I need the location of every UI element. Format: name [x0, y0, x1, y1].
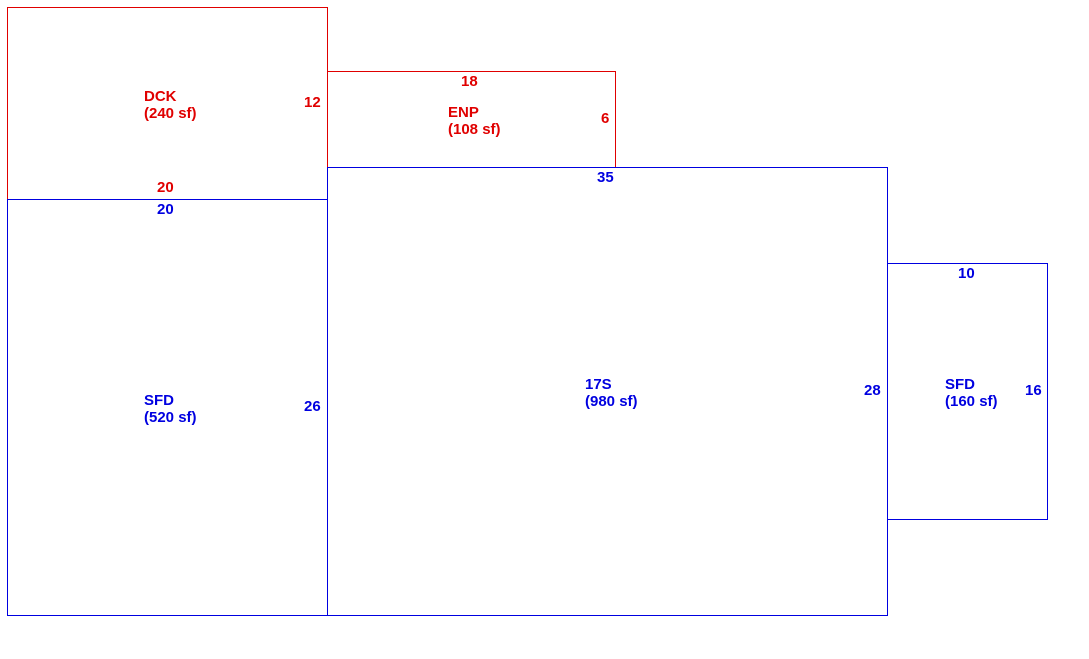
area-size: (108 sf) [448, 121, 501, 138]
dim-17s-top: 35 [597, 169, 614, 186]
area-17s-label: 17S (980 sf) [585, 376, 638, 410]
area-sfd-side [887, 263, 1048, 520]
dim-enp-right: 6 [601, 110, 610, 127]
dim-sfd-main-right: 26 [304, 398, 321, 415]
dim-sfd-side-right: 16 [1025, 382, 1042, 399]
area-size: (520 sf) [144, 409, 197, 426]
area-17s [327, 167, 888, 616]
dim-dck-right: 12 [304, 94, 321, 111]
dim-sfd-main-top: 20 [157, 201, 174, 218]
area-size: (980 sf) [585, 393, 638, 410]
dim-sfd-side-top: 10 [958, 265, 975, 282]
area-enp [327, 71, 616, 168]
area-code: DCK [144, 88, 177, 105]
area-code: SFD [144, 392, 174, 409]
area-sfd-side-label: SFD (160 sf) [945, 376, 998, 410]
area-enp-label: ENP (108 sf) [448, 104, 501, 138]
dim-dck-bottom: 20 [157, 179, 174, 196]
area-code: SFD [945, 376, 975, 393]
area-dck-label: DCK (240 sf) [144, 88, 197, 122]
dim-17s-right: 28 [864, 382, 881, 399]
area-code: ENP [448, 104, 479, 121]
dim-enp-top: 18 [461, 73, 478, 90]
area-size: (160 sf) [945, 393, 998, 410]
area-sfd-main-label: SFD (520 sf) [144, 392, 197, 426]
area-code: 17S [585, 376, 612, 393]
area-size: (240 sf) [144, 105, 197, 122]
